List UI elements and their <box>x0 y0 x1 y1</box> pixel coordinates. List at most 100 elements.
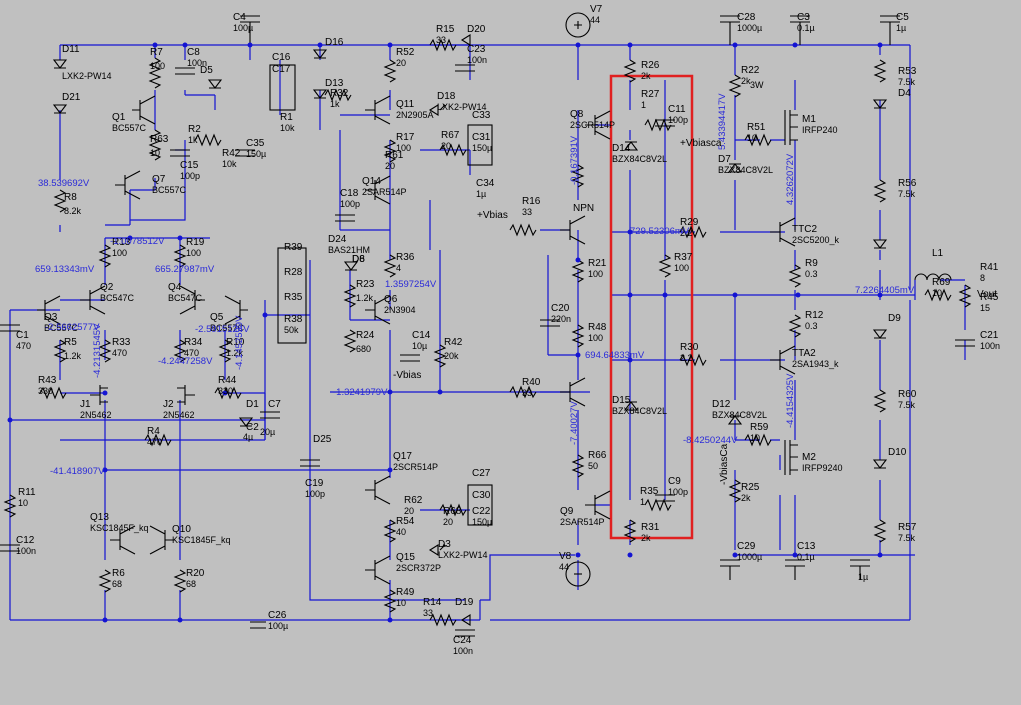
transistor-symbol <box>365 295 391 325</box>
part-label-r63: R63 <box>150 134 169 145</box>
capacitor-symbol <box>655 119 675 127</box>
part-value-d14: BZX84C8V2L <box>612 154 667 164</box>
resistor-symbol <box>383 254 397 278</box>
resistor-symbol <box>623 59 637 83</box>
part-value-r61: 20 <box>385 161 395 171</box>
part-label-c26: C26 <box>268 610 287 621</box>
part-value-c15: 100p <box>180 171 200 181</box>
part-value-r11: 10 <box>18 498 28 508</box>
node-voltage-label: -1.0078512V <box>110 236 165 247</box>
diode-symbol <box>872 459 888 469</box>
part-value-r45: 15 <box>980 303 990 313</box>
part-label-v7: V7 <box>590 4 603 15</box>
part-value-r35: 1 <box>640 497 645 507</box>
mosfet-symbol <box>784 440 798 475</box>
part-label-r12: R12 <box>805 310 824 321</box>
part-label-r35b: R35 <box>284 292 303 303</box>
part-label-c13: C13 <box>797 541 816 552</box>
part-value-r69: 10 <box>932 288 942 298</box>
part-value-c12: 100n <box>16 546 36 556</box>
part-label-q11: Q11 <box>396 99 415 110</box>
resistor-symbol <box>218 339 232 363</box>
part-label-r53: R53 <box>898 66 917 77</box>
node-voltage-label: 729.52306mV <box>630 226 690 237</box>
part-label-c21: C21 <box>980 330 999 341</box>
part-label-r9: R9 <box>805 258 818 269</box>
part-label-c5: C5 <box>896 12 909 23</box>
resistor-symbol <box>439 143 467 157</box>
part-label-q9: Q9 <box>560 506 574 517</box>
transistor-symbol <box>149 525 175 555</box>
resistor-symbol <box>679 225 707 239</box>
part-value-r38: 50k <box>284 325 299 335</box>
diode-symbol <box>343 261 359 271</box>
node-voltage-label: -4.4154325V <box>785 373 796 428</box>
part-value-r16: 33 <box>522 207 532 217</box>
component-labels: D11D21R7100Q1BC557CC8100nD5R6310R21kR421… <box>16 4 1000 656</box>
resistor-symbol <box>658 254 672 278</box>
part-value-q13: KSC1845F_kq <box>90 523 149 533</box>
part-label-c33: C33 <box>472 110 491 121</box>
part-value-q11: 2N2905A <box>396 110 434 120</box>
resistor-symbol <box>788 314 802 338</box>
part-value-r14: 33 <box>423 608 433 618</box>
part-label-c31: C31 <box>472 132 491 143</box>
capacitor-symbol <box>170 149 190 157</box>
capacitor-symbol <box>235 149 255 157</box>
part-label-r14: R14 <box>423 597 442 608</box>
part-value-r4: 470 <box>147 437 162 447</box>
resistor-symbol <box>98 569 112 593</box>
part-value-d15: BZX84C8V2L <box>612 406 667 416</box>
resistor-symbol <box>39 386 67 400</box>
misc-label-c-val-20u: 20µ <box>260 427 275 437</box>
part-value-d7: BZX84C8V2L <box>718 165 773 175</box>
capacitor-symbol <box>260 411 280 419</box>
jfet-symbol <box>177 385 195 405</box>
part-value-c4: 100µ <box>233 23 253 33</box>
part-value-q14: 2SAR514P <box>362 187 407 197</box>
node-voltage-label: -7.40027V <box>569 400 580 445</box>
transistor-symbol <box>179 285 205 315</box>
part-label-r54: R54 <box>396 516 415 527</box>
resistor-symbol <box>744 133 772 147</box>
part-value-r56: 7.5k <box>898 189 916 199</box>
part-label-q3: Q3 <box>44 312 58 323</box>
resistor-symbol <box>433 344 447 368</box>
node-voltage-label: -41.418907V <box>50 466 105 477</box>
resistor-symbol <box>148 57 162 89</box>
transistor-symbol <box>37 295 61 325</box>
node-voltage-label: 694.64833mV <box>585 350 645 361</box>
part-label-r26: R26 <box>641 60 660 71</box>
voltage-source-symbol <box>565 12 591 38</box>
part-value-r30: 2.2 <box>680 353 693 363</box>
part-label-tta2: TTA2 <box>792 348 816 359</box>
part-label-r42: R42 <box>222 148 241 159</box>
part-value-r63: 10 <box>150 148 160 158</box>
diode-symbol <box>872 329 888 339</box>
diode-symbol <box>207 79 223 89</box>
part-value-r20: 68 <box>186 579 196 589</box>
part-label-r66: R66 <box>588 450 607 461</box>
diode-symbol <box>312 89 328 99</box>
part-label-r16: R16 <box>522 196 541 207</box>
part-value-q7: BC557C <box>152 185 187 195</box>
part-value-j2: 2N5462 <box>163 410 195 420</box>
node-voltage-label: 665.27987mV <box>155 264 215 275</box>
part-label-c17: C17 <box>272 64 291 75</box>
part-value-r41: 8 <box>980 273 985 283</box>
led-symbol <box>439 104 446 111</box>
part-value-r66: 50 <box>588 461 598 471</box>
resistor-symbol <box>343 329 357 353</box>
part-label-r15: R15 <box>436 24 455 35</box>
capacitor-symbol <box>880 15 900 45</box>
node-voltage-label: 5.43394417V <box>717 93 728 150</box>
part-value-r54: 40 <box>396 527 406 537</box>
resistor-symbol <box>98 339 112 363</box>
part-value-j1: 2N5462 <box>80 410 112 420</box>
net-label: +Vbias <box>477 210 508 221</box>
part-label-j2: J2 <box>163 399 174 410</box>
part-label-r32: R32 <box>330 88 349 99</box>
part-value-c5: 1µ <box>896 23 906 33</box>
capacitor-symbol <box>250 621 266 629</box>
part-label-r33: R33 <box>112 337 131 348</box>
